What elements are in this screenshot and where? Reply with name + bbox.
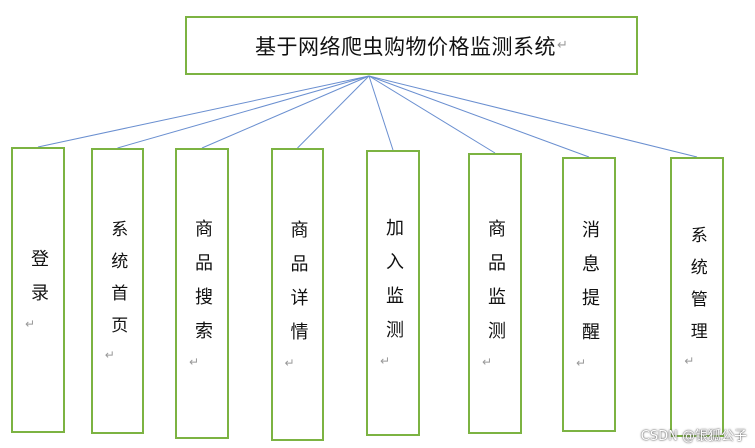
module-label-login: 登录↵ bbox=[24, 249, 52, 331]
connector-line-6 bbox=[368, 75, 590, 158]
module-box-detail: 商品详情↵ bbox=[271, 148, 324, 441]
connector-line-7 bbox=[368, 75, 698, 158]
module-box-admin: 系统管理↵ bbox=[670, 157, 724, 437]
module-box-login: 登录↵ bbox=[11, 147, 65, 433]
connector-line-4 bbox=[368, 75, 394, 151]
module-box-home: 系统首页↵ bbox=[91, 148, 144, 434]
csdn-watermark: CSDN @银狐公子 bbox=[640, 429, 747, 444]
module-label-home: 系统首页↵ bbox=[104, 220, 130, 362]
module-box-monitor: 商品监测↵ bbox=[468, 153, 522, 434]
module-label-admin: 系统管理↵ bbox=[684, 226, 710, 368]
paragraph-mark: ↵ bbox=[557, 38, 568, 53]
module-label-notify: 消息提醒↵ bbox=[575, 219, 603, 370]
module-label-monitor: 商品监测↵ bbox=[481, 218, 509, 369]
module-box-search: 商品搜索↵ bbox=[175, 148, 229, 439]
root-node-title: 基于网络爬虫购物价格监测系统 bbox=[255, 34, 557, 59]
connector-line-2 bbox=[201, 75, 370, 149]
module-box-notify: 消息提醒↵ bbox=[562, 157, 616, 432]
connector-line-1 bbox=[117, 75, 370, 149]
module-label-add-monitor: 加入监测↵ bbox=[379, 218, 407, 368]
root-node-box: 基于网络爬虫购物价格监测系统↵ bbox=[185, 16, 638, 75]
connector-line-5 bbox=[368, 75, 496, 154]
connector-line-0 bbox=[37, 75, 370, 148]
module-box-add-monitor: 加入监测↵ bbox=[366, 150, 420, 436]
module-label-search: 商品搜索↵ bbox=[188, 218, 216, 369]
module-label-detail: 商品详情↵ bbox=[284, 219, 311, 370]
connector-line-3 bbox=[297, 75, 370, 149]
